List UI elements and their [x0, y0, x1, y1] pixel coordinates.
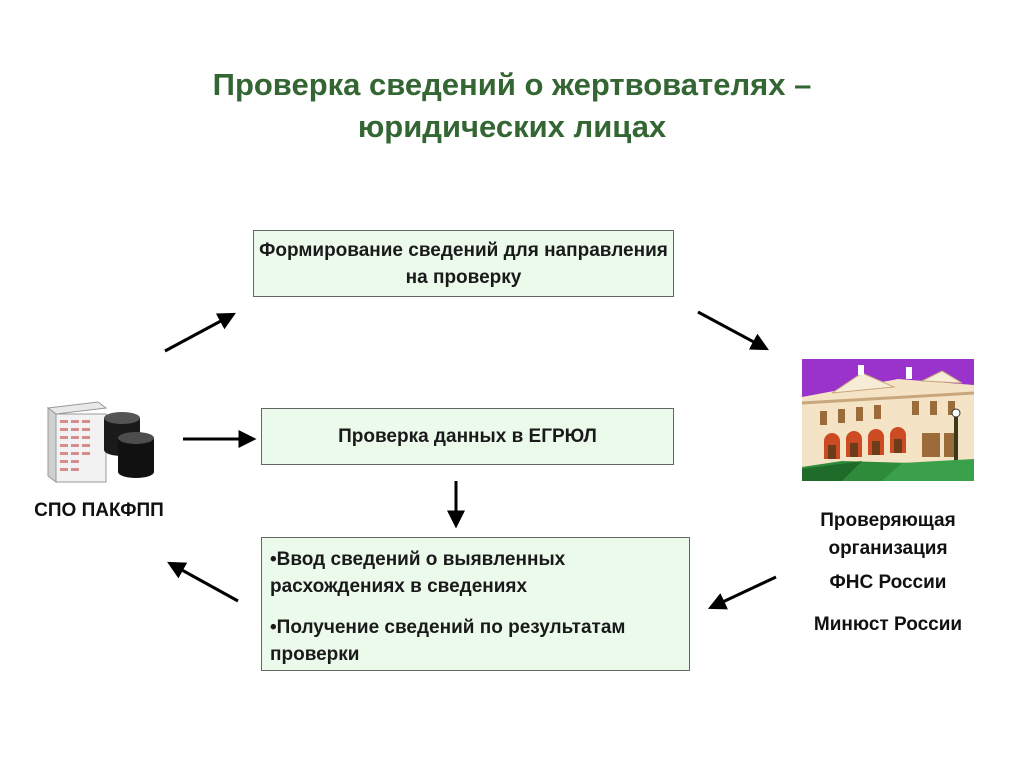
- egrul-check-box: Проверка данных в ЕГРЮЛ: [261, 408, 674, 465]
- server-database-icon: [40, 398, 160, 489]
- formation-box: Формирование сведений для направления на…: [253, 230, 674, 297]
- fns-label: ФНС России: [829, 572, 947, 593]
- bullet-item: •Ввод сведений о выявленных расхождениях…: [270, 546, 679, 600]
- formation-text: Формирование сведений для направления на…: [259, 239, 668, 288]
- minjust-label: Минюст России: [813, 614, 963, 635]
- arrow-to-source: [167, 561, 239, 603]
- source-system-label: СПО ПАКФПП: [34, 500, 164, 521]
- government-building-icon: [801, 359, 975, 486]
- title-line-1: Проверка сведений о жертвователях –: [212, 67, 812, 102]
- bullet-text: Получение сведений по результатам провер…: [270, 617, 626, 665]
- results-box: •Ввод сведений о выявленных расхождениях…: [261, 537, 690, 671]
- page-title: Проверка сведений о жертвователях – юрид…: [0, 64, 1024, 148]
- bullet-item: •Получение сведений по результатам прове…: [270, 614, 679, 668]
- checker-label: Проверяющая организация: [788, 507, 988, 563]
- egrul-check-text: Проверка данных в ЕГРЮЛ: [338, 426, 597, 447]
- bullet-icon: •: [270, 617, 277, 638]
- bullet-icon: •: [270, 549, 277, 570]
- checker-label-line-2: организация: [828, 538, 948, 559]
- checker-label-line-1: Проверяющая: [820, 510, 956, 531]
- title-line-2: юридических лицах: [357, 109, 667, 144]
- arrow-to-checker: [697, 310, 769, 351]
- arrow-to-formation: [164, 312, 236, 353]
- arrow-from-checker: [707, 575, 777, 610]
- bullet-text: Ввод сведений о выявленных расхождениях …: [270, 549, 566, 597]
